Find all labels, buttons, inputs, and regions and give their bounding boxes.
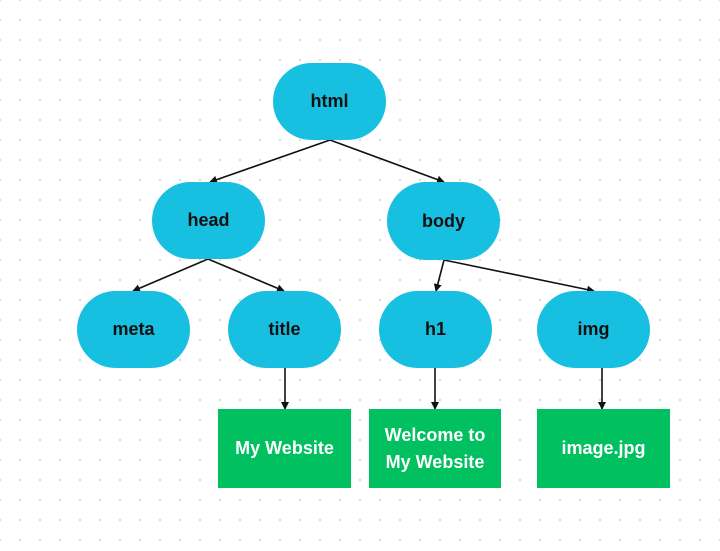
node-img: img bbox=[537, 291, 650, 368]
node-html: html bbox=[273, 63, 386, 140]
text-node-img: image.jpg bbox=[537, 409, 670, 488]
img-src-text: image.jpg bbox=[561, 438, 646, 458]
node-h1: h1 bbox=[379, 291, 492, 368]
title-text: My Website bbox=[235, 438, 334, 458]
node-title: title bbox=[228, 291, 341, 368]
arrow-body-h1 bbox=[433, 259, 445, 292]
arrow-body-img bbox=[443, 259, 595, 294]
text-node-h1: Welcome to My Website bbox=[369, 409, 501, 488]
arrow-head-meta bbox=[132, 258, 209, 292]
h1-text-line1: Welcome to bbox=[384, 424, 486, 445]
node-meta: meta bbox=[77, 291, 190, 368]
text-node-title: My Website bbox=[218, 409, 351, 488]
arrow-head-title bbox=[207, 258, 285, 292]
node-head: head bbox=[152, 182, 265, 259]
h1-text-line2: My Website bbox=[385, 451, 485, 472]
arrow-html-head bbox=[209, 139, 331, 184]
node-body: body bbox=[387, 182, 500, 260]
arrow-html-body bbox=[329, 139, 445, 184]
